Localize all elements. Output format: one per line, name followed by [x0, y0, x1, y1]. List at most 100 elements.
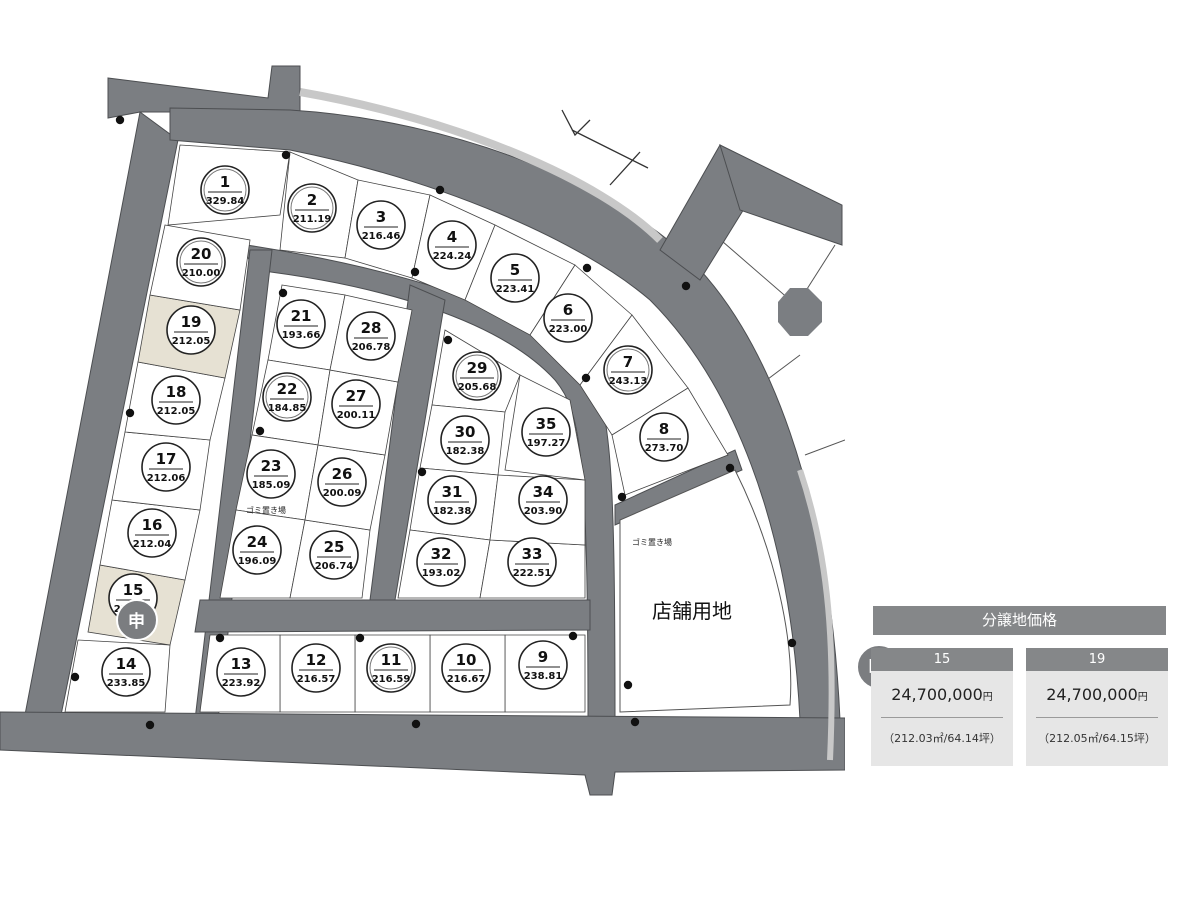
lot-circle-inner	[455, 354, 499, 398]
lot-circle	[151, 375, 201, 425]
divider	[1036, 717, 1158, 718]
utility-pole-dot	[215, 633, 225, 643]
lot-area: 216.57	[297, 674, 336, 685]
lot-area: 206.74	[315, 561, 354, 572]
lot-number: 1	[220, 173, 230, 191]
lot-area: 216.59	[372, 674, 411, 685]
price-card-19[interactable]: 19 24,700,000円 （212.05㎡/64.15坪）	[1026, 648, 1168, 766]
utility-pole-dot	[725, 463, 735, 473]
lot-circle	[452, 351, 502, 401]
lot-marker-33[interactable]: 33 222.51	[507, 537, 557, 587]
lot-marker-11[interactable]: 11 216.59	[366, 643, 416, 693]
lot-area: 193.02	[422, 568, 461, 579]
lot-area: 212.06	[147, 473, 186, 484]
utility-pole-dot	[623, 680, 633, 690]
lot-number: 18	[166, 383, 187, 401]
lot-area: 212.05	[172, 336, 211, 347]
price-card-15[interactable]: 15 24,700,000円 （212.03㎡/64.14坪）	[871, 648, 1013, 766]
price-card-lot: 15	[871, 648, 1013, 671]
lot-number: 16	[142, 516, 163, 534]
lot-number: 21	[291, 307, 312, 325]
lot-area: 222.51	[513, 568, 552, 579]
utility-pole-dot	[115, 115, 125, 125]
applied-badge-lot-15: 申	[116, 599, 158, 641]
utility-pole-dot	[278, 288, 288, 298]
lot-circle	[639, 412, 689, 462]
utility-pole-dot	[617, 492, 627, 502]
lot-number: 33	[522, 545, 543, 563]
utility-pole-dot	[255, 426, 265, 436]
lot-area: 197.27	[527, 438, 566, 449]
lot-number: 29	[467, 359, 488, 377]
lot-circle	[276, 299, 326, 349]
lot-circle	[262, 372, 312, 422]
lot-circle	[200, 165, 250, 215]
lot-marker-29[interactable]: 29 205.68	[452, 351, 502, 401]
roads	[0, 65, 845, 796]
lot-marker-1[interactable]: 1 329.84	[200, 165, 250, 215]
lot-number: 26	[332, 465, 353, 483]
lot-circle	[521, 407, 571, 457]
lot-circle-inner	[265, 375, 309, 419]
sidewalk-edge	[797, 469, 835, 761]
utility-pole-dot	[145, 720, 155, 730]
lot-area: 206.78	[352, 342, 391, 353]
utility-pole-dot	[70, 672, 80, 682]
lot-circle	[427, 475, 477, 525]
utility-pole-dot	[443, 335, 453, 345]
divider	[881, 717, 1003, 718]
north-arrow-icon	[561, 109, 649, 186]
lot-number: 20	[191, 245, 212, 263]
sidewalk-edge	[299, 88, 663, 243]
lot-area: 216.46	[362, 231, 401, 242]
lot-number: 14	[116, 655, 137, 673]
utility-pole-dot	[281, 150, 291, 160]
lot-area: 182.38	[433, 506, 472, 517]
lot-circle	[166, 305, 216, 355]
lot-number: 9	[538, 648, 548, 666]
lot-area: 329.84	[206, 196, 245, 207]
lot-circle-inner	[606, 348, 650, 392]
lot-number: 13	[231, 655, 252, 673]
lot-circle	[603, 345, 653, 395]
utility-poles	[70, 115, 797, 730]
lot-number: 2	[307, 191, 317, 209]
lot-marker-16[interactable]: 16 212.04	[127, 508, 177, 558]
lot-area: 212.04	[133, 539, 172, 550]
lot-area: 205.68	[458, 382, 497, 393]
lot-number: 4	[447, 228, 457, 246]
lot-number: 11	[381, 651, 402, 669]
lot-circle	[291, 643, 341, 693]
lot-number: 6	[563, 301, 573, 319]
yen-unit: 円	[982, 692, 993, 703]
